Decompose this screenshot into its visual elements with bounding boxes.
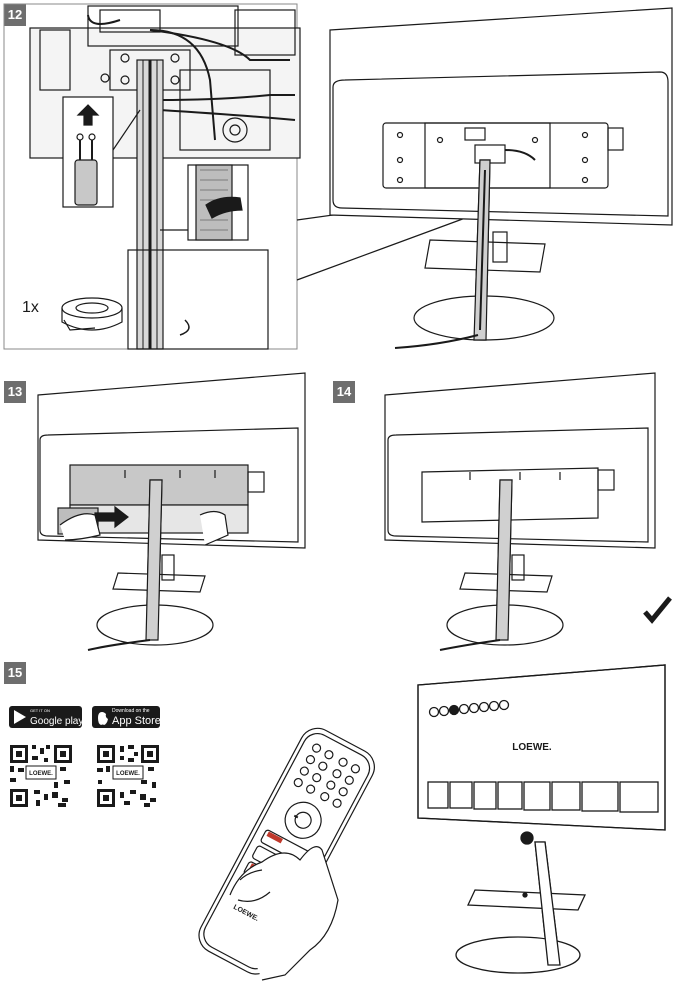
qr-code-google-play <box>10 745 72 807</box>
app-store-badge[interactable] <box>92 706 160 728</box>
qr-logo-text-google: LOEWE. <box>29 771 53 777</box>
app-store-small-text: Download on the <box>112 708 150 714</box>
checkmark-icon <box>643 596 672 624</box>
step-14-badge: 14 <box>333 381 355 403</box>
step-12-tv-rear <box>296 7 673 349</box>
step-13-cover-mounting <box>37 372 306 651</box>
tv-screen-logo: LOEWE. <box>512 742 552 753</box>
tv-front-illustration <box>417 664 666 974</box>
google-play-badge[interactable] <box>9 706 82 728</box>
google-play-large-text: Google play <box>30 716 83 727</box>
step-12-detail-view <box>3 3 301 350</box>
step-14-cover-installed <box>384 372 656 651</box>
google-play-small-text: GET IT ON <box>30 708 50 713</box>
app-store-large-text: App Store <box>112 715 161 727</box>
apple-icon <box>98 712 108 725</box>
step-12-badge: 12 <box>4 4 26 26</box>
step-13-badge: 13 <box>4 381 26 403</box>
qr-logo-text-appstore: LOEWE. <box>116 771 140 777</box>
qr-code-app-store <box>97 745 159 807</box>
remote-control-illustration <box>198 727 375 981</box>
tape-quantity-label: 1x <box>22 299 39 316</box>
step-15-badge: 15 <box>4 662 26 684</box>
